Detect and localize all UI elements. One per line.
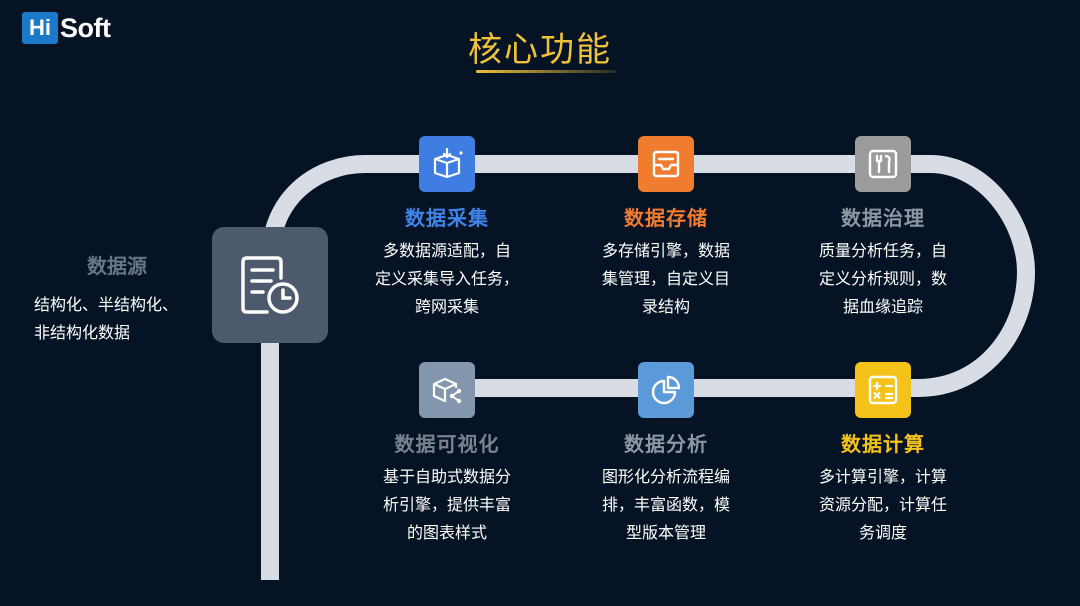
flow-track-path: [261, 155, 1036, 580]
data-source-card: [212, 227, 328, 343]
card-desc-line: 多存储引擎，数据: [601, 241, 730, 260]
card-desc-line: 基于自助式数据分: [382, 467, 511, 486]
card-desc-line: 析引擎，提供丰富: [382, 495, 511, 514]
card-desc: 多存储引擎，数据 集管理，自定义目 录结构: [584, 237, 748, 321]
data-source-desc: 结构化、半结构化、 非结构化数据: [34, 291, 204, 347]
download-box-icon: [419, 136, 475, 192]
card-name: 数据存储: [624, 206, 708, 230]
card-data-storage: 数据存储 多存储引擎，数据 集管理，自定义目 录结构: [584, 136, 748, 321]
card-desc-line: 图形化分析流程编: [601, 467, 730, 486]
data-source-desc-line: 结构化、半结构化、: [34, 295, 179, 314]
card-name: 数据可视化: [394, 432, 500, 456]
card-desc: 图形化分析流程编 排，丰富函数，模 型版本管理: [584, 463, 748, 547]
hisoft-logo: Hi Soft: [22, 12, 111, 44]
card-desc: 多计算引擎，计算 资源分配，计算任 务调度: [801, 463, 965, 547]
card-desc-line: 集管理，自定义目: [601, 269, 730, 288]
data-source-desc-line: 非结构化数据: [34, 323, 131, 342]
card-data-computing: 数据计算 多计算引擎，计算 资源分配，计算任 务调度: [801, 362, 965, 547]
pie-chart-icon: [638, 362, 694, 418]
card-desc-line: 跨网采集: [414, 297, 479, 316]
storage-tray-icon: [638, 136, 694, 192]
calculator-icon: [855, 362, 911, 418]
card-data-governance: 数据治理 质量分析任务，自 定义分析规则，数 据血缘追踪: [801, 136, 965, 321]
card-desc-line: 务调度: [858, 523, 907, 542]
document-clock-icon: [241, 256, 299, 314]
card-data-collection: 数据采集 多数据源适配，自 定义采集导入任务， 跨网采集: [365, 136, 529, 321]
card-desc: 基于自助式数据分 析引擎，提供丰富 的图表样式: [365, 463, 529, 547]
title-underline: [476, 70, 616, 73]
card-desc-line: 定义采集导入任务，: [374, 269, 519, 288]
card-desc-line: 型版本管理: [625, 523, 706, 542]
card-desc-line: 录结构: [641, 297, 690, 316]
page-title: 核心功能: [468, 30, 612, 70]
card-desc: 多数据源适配，自 定义采集导入任务， 跨网采集: [365, 237, 529, 321]
logo-soft: Soft: [60, 12, 111, 43]
card-desc-line: 排，丰富函数，模: [601, 495, 730, 514]
card-desc-line: 资源分配，计算任: [818, 495, 947, 514]
card-name: 数据计算: [841, 432, 925, 456]
card-data-visualization: 数据可视化 基于自助式数据分 析引擎，提供丰富 的图表样式: [365, 362, 529, 547]
card-desc-line: 质量分析任务，自: [818, 241, 947, 260]
card-desc-line: 多数据源适配，自: [382, 241, 511, 260]
data-source-title: 数据源: [87, 254, 147, 278]
card-desc-line: 定义分析规则，数: [818, 269, 947, 288]
card-name: 数据采集: [405, 206, 489, 230]
repair-tools-icon: [855, 136, 911, 192]
card-desc-line: 的图表样式: [406, 523, 487, 542]
card-desc-line: 多计算引擎，计算: [818, 467, 947, 486]
share-cube-icon: [419, 362, 475, 418]
logo-hi: Hi: [22, 12, 58, 44]
card-desc: 质量分析任务，自 定义分析规则，数 据血缘追踪: [801, 237, 965, 321]
card-name: 数据治理: [841, 206, 925, 230]
card-data-analysis: 数据分析 图形化分析流程编 排，丰富函数，模 型版本管理: [584, 362, 748, 547]
card-name: 数据分析: [624, 432, 708, 456]
card-desc-line: 据血缘追踪: [842, 297, 923, 316]
